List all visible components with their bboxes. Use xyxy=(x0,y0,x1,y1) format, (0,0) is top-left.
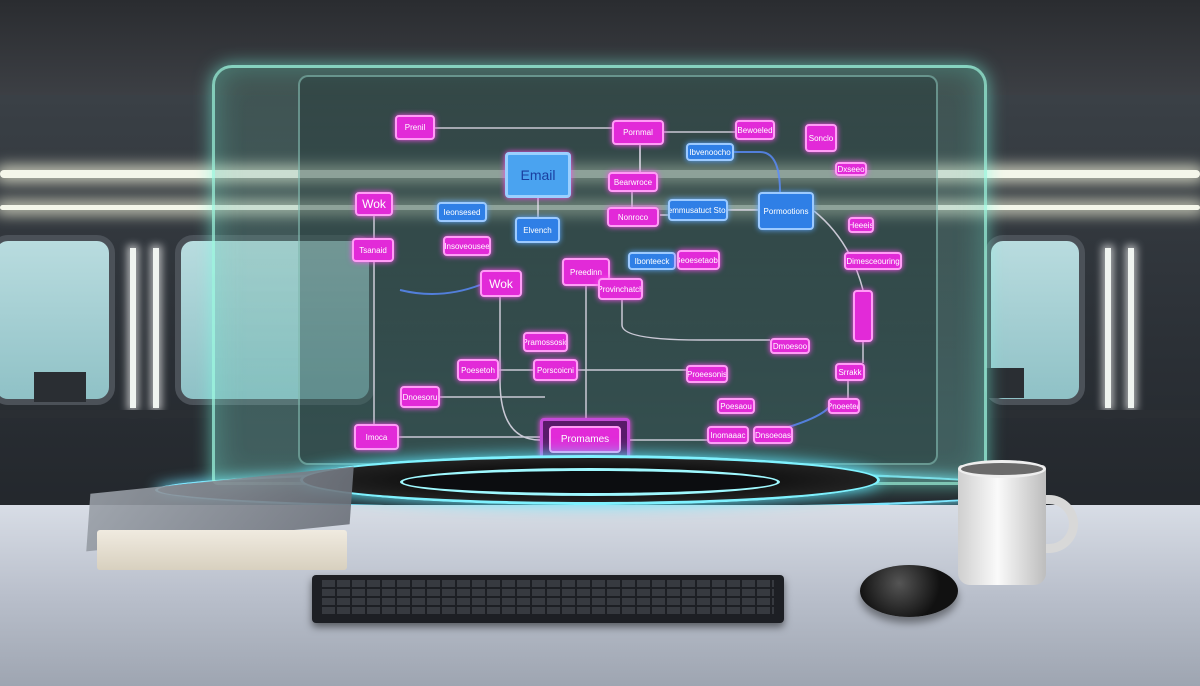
coffee-mug xyxy=(958,465,1046,585)
mug-handle xyxy=(1038,495,1078,553)
diagram-node: Ibvenoocho xyxy=(686,143,734,161)
diagram-node: Wok xyxy=(480,270,522,297)
office-window xyxy=(175,235,375,405)
diagram-node: Poesaou xyxy=(717,398,755,414)
diagram-node: Dmoesoo xyxy=(770,338,810,354)
diagram-node-vertical xyxy=(853,290,873,342)
diagram-node: Ieonsesed xyxy=(437,202,487,222)
wall-light xyxy=(130,248,136,408)
connector xyxy=(660,209,758,216)
diagram-node: Imoca xyxy=(354,424,399,450)
light-strip xyxy=(0,170,1200,178)
background-desk xyxy=(0,410,210,418)
diagram-node: Dxseeo xyxy=(835,162,867,176)
diagram-node: Inomaaac xyxy=(707,426,749,444)
background-monitor xyxy=(34,372,86,402)
diagram-node: Srrakk xyxy=(835,363,865,381)
diagram-node: Dnoesoru xyxy=(400,386,440,408)
holo-projector-top xyxy=(400,468,780,496)
diagram-node: Dnsoeoas xyxy=(753,426,793,444)
diagram-node: Wok xyxy=(355,192,393,216)
diagram-node: Nonroco xyxy=(607,207,659,227)
diagram-node: Sonclo xyxy=(805,124,837,152)
diagram-node: Pnoeetea xyxy=(828,398,860,414)
diagram-node: Porscoicni xyxy=(533,359,578,381)
diagram-node: Tsanaid xyxy=(352,238,394,262)
wall-light xyxy=(153,248,159,408)
diagram-node: Prenil xyxy=(395,115,435,140)
diagram-node: Bearwroce xyxy=(608,172,658,192)
background-monitor xyxy=(986,368,1024,398)
diagram-node: Pornmal xyxy=(612,120,664,145)
central-node-label: Promames xyxy=(548,425,622,453)
mouse[interactable] xyxy=(860,565,958,617)
connector xyxy=(621,300,770,341)
connector xyxy=(399,436,707,441)
diagram-node: Poesetoh xyxy=(457,359,499,381)
book xyxy=(97,530,347,570)
light-strip xyxy=(0,205,1200,210)
diagram-node: Insoveousee xyxy=(443,236,491,256)
keyboard-key-rows xyxy=(322,580,774,616)
diagram-node: Beoesetaobs xyxy=(677,250,720,270)
connector xyxy=(499,297,541,441)
diagram-node: Ibonteeck xyxy=(628,252,676,270)
diagram-node: Elvench xyxy=(515,217,560,243)
wall-light xyxy=(1105,248,1111,408)
connector xyxy=(847,342,864,398)
diagram-node: Pramossosio xyxy=(523,332,568,352)
diagram-node: Proeesonis xyxy=(686,365,728,383)
ceiling xyxy=(0,0,1200,95)
background-desk xyxy=(990,410,1200,418)
wall-light xyxy=(1128,248,1134,408)
promotions-node: Pormootions xyxy=(758,192,814,230)
mug-rim xyxy=(958,460,1046,478)
central-node: Promames xyxy=(540,418,630,460)
connector xyxy=(734,151,781,193)
diagram-node: Dimesceouring xyxy=(844,252,902,270)
diagram-node: Provinchatch xyxy=(598,278,643,300)
connector xyxy=(399,284,481,295)
connector xyxy=(813,210,864,291)
diagram-node: Heeeis xyxy=(848,217,874,233)
diagram-node: Bewoeled xyxy=(735,120,775,140)
email-node: Email xyxy=(505,152,571,198)
connector xyxy=(631,145,641,207)
diagram-node: Cemmusatuct Stoce xyxy=(668,199,728,221)
